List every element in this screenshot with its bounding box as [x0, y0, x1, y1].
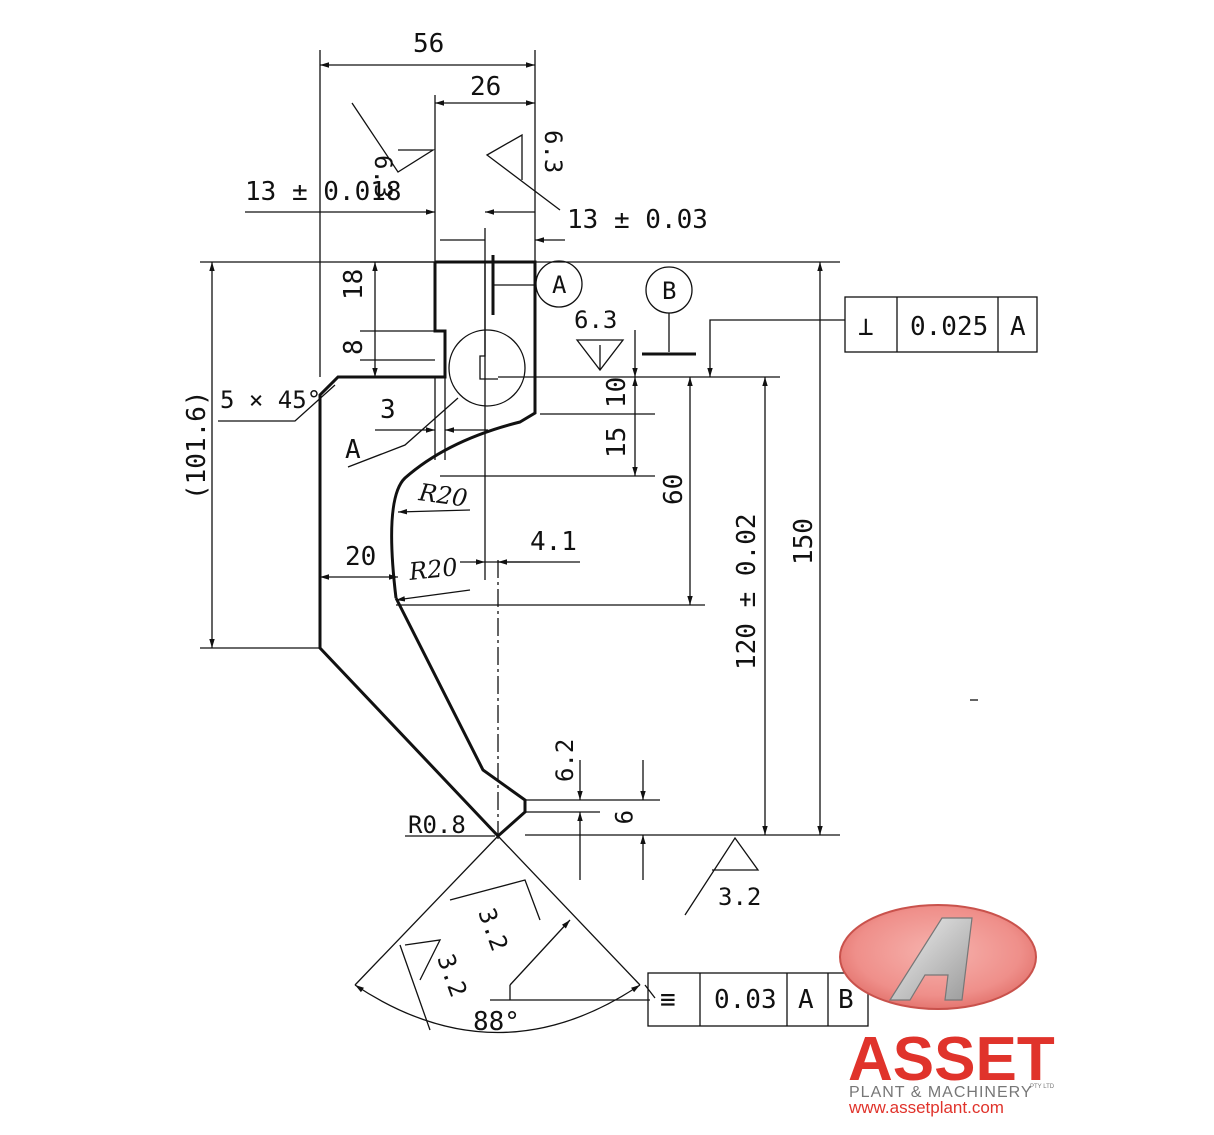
datum-a: [491, 255, 583, 315]
datum-b: [642, 266, 696, 356]
fcf-labels: ⊥ 0.025 A ≡ 0.03 A B: [660, 312, 1026, 1015]
asset-logo: ASSET PLANT & MACHINERY PTY LTD www.asse…: [839, 904, 1055, 1117]
dim-20: 20: [345, 542, 376, 572]
dim-101-6: (101.6): [182, 390, 212, 500]
finish-symbol-top-right: [485, 133, 561, 211]
finish-top-left: 6.3: [369, 155, 397, 198]
datum-labels: A B: [552, 271, 676, 305]
logo-name: ASSET: [848, 1025, 1055, 1094]
dim-r0-8: R0.8: [408, 811, 466, 839]
dim-chamfer: 5 × 45°: [220, 386, 321, 414]
dim-tol-left: 13 ± 0.018: [245, 177, 402, 207]
finish-symbol-vee-a: [449, 879, 541, 921]
datum-b-label: B: [662, 277, 676, 305]
finish-bottom-right: 3.2: [718, 883, 761, 911]
finish-symbol-bottom-right: [684, 836, 760, 916]
dim-60: 60: [659, 474, 689, 505]
finish-symbol-top-left: [351, 102, 436, 173]
dim-56: 56: [413, 29, 444, 59]
detail-label-a: A: [345, 435, 361, 465]
fcf1-symbol: ⊥: [858, 312, 874, 342]
finish-mid: 6.3: [574, 306, 617, 334]
dim-9: 9: [609, 810, 637, 824]
finish-vee-b: 3.2: [431, 950, 472, 1000]
logo-url: www.assetplant.com: [848, 1098, 1004, 1117]
dimension-labels: 56 26 13 ± 0.018 13 ± 0.03 18 8 3 5 × 45…: [182, 29, 819, 1037]
logo-tagline: PLANT & MACHINERY: [849, 1084, 1033, 1101]
fcf2-value: 0.03: [714, 985, 777, 1015]
fcf2-datum1: A: [798, 985, 814, 1015]
datum-a-label: A: [552, 271, 567, 299]
dim-3: 3: [380, 395, 396, 425]
fcf1-value: 0.025: [910, 312, 988, 342]
fcf-symmetry: [647, 972, 869, 1027]
dim-120: 120 ± 0.02: [732, 513, 762, 670]
finish-symbol-vee-b: [399, 939, 442, 1031]
dimension-lines: [200, 50, 845, 1034]
dim-15: 15: [602, 427, 632, 458]
dim-10: 10: [602, 377, 632, 408]
dim-tol-right: 13 ± 0.03: [567, 205, 708, 235]
finish-vee-a: 3.2: [472, 904, 513, 954]
logo-mark: [888, 917, 973, 1001]
dim-4-1: 4.1: [530, 527, 577, 557]
finish-symbol-mid: [575, 339, 625, 372]
fcf-perpendicularity: [844, 296, 1038, 353]
dim-150: 150: [789, 518, 819, 565]
fcf2-symbol: ≡: [660, 985, 676, 1015]
surface-finish-symbols: [351, 102, 760, 1031]
dim-r20-upper: R20: [416, 478, 469, 513]
fcf2-datum2: B: [838, 985, 854, 1015]
dim-88-deg: 88°: [473, 1007, 520, 1037]
dim-8: 8: [339, 339, 369, 355]
dim-r20-lower: R20: [407, 553, 459, 586]
dim-26: 26: [470, 72, 501, 102]
finish-top-right: 6.3: [539, 130, 567, 173]
dim-18: 18: [339, 269, 369, 300]
dim-6-2: 6.2: [551, 739, 579, 782]
fcf1-datum: A: [1010, 312, 1026, 342]
logo-suffix: PTY LTD: [1030, 1084, 1055, 1090]
